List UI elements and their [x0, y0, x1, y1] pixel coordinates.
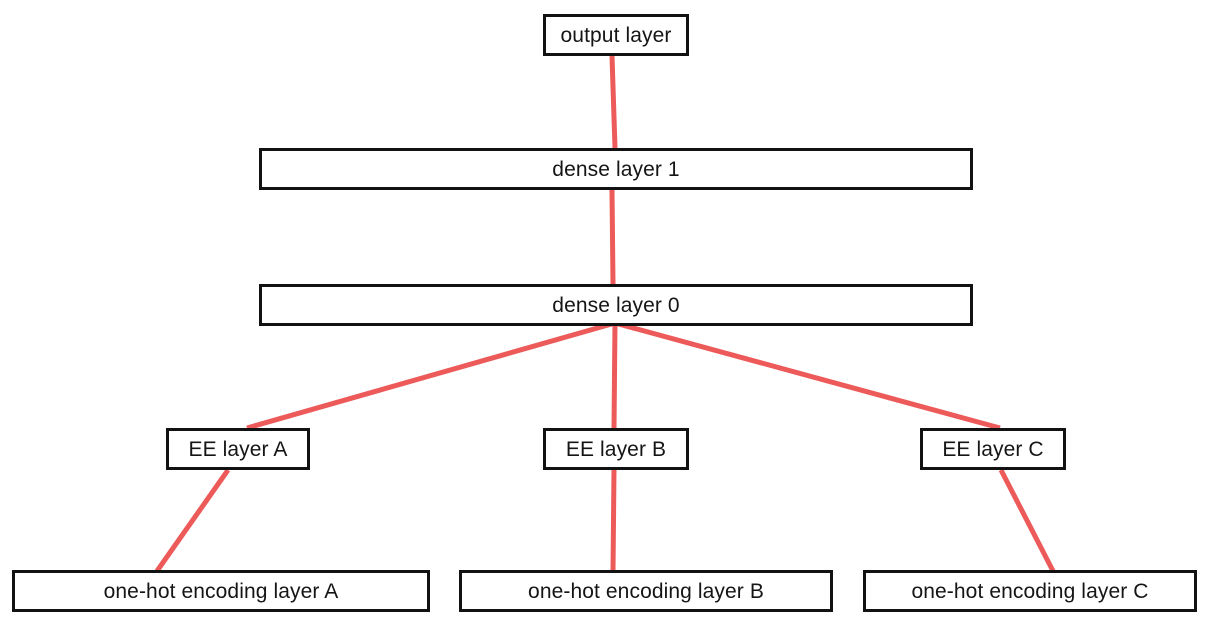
node-dense-layer-1[interactable]: dense layer 1 [259, 148, 973, 190]
node-label-dense-layer-0: dense layer 0 [552, 293, 680, 317]
edge-eeb-to-dense0 [611, 322, 618, 429]
node-label-one-hot-encoding-layer-a: one-hot encoding layer A [103, 579, 339, 603]
edge-onehotb-to-eeb [610, 469, 617, 572]
edge-eec-to-dense0 [614, 320, 1001, 431]
edge-eea-to-dense0 [246, 320, 616, 431]
node-label-ee-layer-c: EE layer C [942, 437, 1044, 461]
node-label-ee-layer-b: EE layer B [565, 437, 667, 461]
node-one-hot-encoding-layer-b[interactable]: one-hot encoding layer B [459, 570, 833, 612]
edge-dense0-to-dense1 [609, 189, 616, 285]
node-ee-layer-c[interactable]: EE layer C [920, 428, 1066, 470]
node-label-one-hot-encoding-layer-b: one-hot encoding layer B [528, 579, 764, 603]
node-label-output-layer: output layer [560, 23, 672, 47]
node-output-layer[interactable]: output layer [543, 14, 689, 56]
node-dense-layer-0[interactable]: dense layer 0 [259, 284, 973, 326]
node-one-hot-encoding-layer-a[interactable]: one-hot encoding layer A [12, 570, 430, 612]
node-label-dense-layer-1: dense layer 1 [552, 157, 680, 181]
edge-dense1-to-output [609, 55, 618, 149]
node-ee-layer-a[interactable]: EE layer A [166, 428, 310, 470]
node-one-hot-encoding-layer-c[interactable]: one-hot encoding layer C [863, 570, 1197, 612]
node-label-one-hot-encoding-layer-c: one-hot encoding layer C [911, 579, 1149, 603]
edge-onehotc-to-eec [998, 468, 1056, 573]
node-label-ee-layer-a: EE layer A [188, 437, 288, 461]
node-ee-layer-b[interactable]: EE layer B [543, 428, 689, 470]
edge-onehota-to-eea [154, 468, 231, 573]
